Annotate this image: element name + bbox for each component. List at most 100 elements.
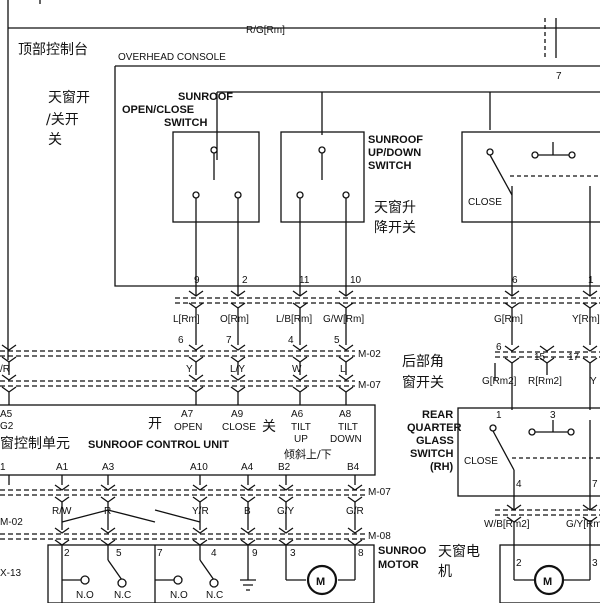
wire-l: L[Rm] bbox=[173, 314, 200, 325]
unit-pin-a7: A7 bbox=[181, 409, 194, 420]
rear-2: QUARTER bbox=[407, 422, 461, 434]
top-wire-label: R/G[Rm] bbox=[246, 25, 285, 36]
motor-pin-3: 3 bbox=[290, 548, 296, 559]
unit-pin-a9: A9 bbox=[231, 409, 244, 420]
sw1-line3: SWITCH bbox=[164, 117, 207, 129]
rear-3: GLASS bbox=[416, 435, 454, 447]
close-label-3: CLOSE bbox=[222, 422, 256, 433]
rear-1: REAR bbox=[422, 409, 453, 421]
overhead-console-label: OVERHEAD CONSOLE bbox=[118, 52, 226, 63]
nc-label-2: N.C bbox=[206, 590, 223, 601]
wire-b: B bbox=[244, 506, 251, 517]
rear-pin-15: 15 bbox=[534, 352, 546, 363]
nc-label-1: N.C bbox=[114, 590, 131, 601]
conn-7: 7 bbox=[226, 335, 232, 346]
rear-4: SWITCH bbox=[410, 448, 453, 460]
motor-pin-7: 7 bbox=[157, 548, 163, 559]
pin-2: 2 bbox=[242, 275, 248, 286]
close-label-2: CLOSE bbox=[464, 456, 498, 467]
motor-pin-8: 8 bbox=[358, 548, 364, 559]
m07-label: M-07 bbox=[358, 380, 381, 391]
wire-gw: G/W[Rm] bbox=[323, 314, 364, 325]
no-label-2: N.O bbox=[170, 590, 188, 601]
cn-open-close-2: /关开 bbox=[46, 112, 79, 128]
unit-pin-b2: B2 bbox=[278, 462, 291, 473]
close-label: CLOSE bbox=[468, 197, 502, 208]
unit-pin-1: 1 bbox=[0, 462, 6, 473]
no-label-1: N.O bbox=[76, 590, 94, 601]
cn-motor-1: 天窗电 bbox=[438, 543, 480, 560]
wire-gy: G/Y bbox=[277, 506, 295, 517]
cn-open-close-3: 关 bbox=[48, 132, 62, 148]
pin-10: 10 bbox=[350, 275, 362, 286]
unit-pin-a8: A8 bbox=[339, 409, 352, 420]
pin-1: 1 bbox=[588, 275, 594, 286]
sw1-line1: SUNROOF bbox=[178, 91, 233, 103]
wire-gr: G/R bbox=[346, 506, 364, 517]
conn-6: 6 bbox=[178, 335, 184, 346]
cn-updown-2: 降开关 bbox=[374, 220, 416, 236]
cn-rear-1: 后部角 bbox=[402, 354, 444, 370]
wire-r: R bbox=[104, 506, 111, 517]
wire-l2: L bbox=[340, 364, 346, 375]
unit-pin-a10: A10 bbox=[190, 462, 208, 473]
cn-overhead-label: 顶部控制台 bbox=[18, 42, 88, 58]
m02-label: M-02 bbox=[358, 349, 381, 360]
m08-label: M-08 bbox=[368, 531, 391, 542]
wire-ly: L/Y bbox=[230, 364, 245, 375]
conn-4: 4 bbox=[288, 335, 294, 346]
sw2-line3: SWITCH bbox=[368, 160, 411, 172]
unit-pin-g2: G2 bbox=[0, 421, 14, 432]
wire-gy-rm2: G/Y[Rm bbox=[566, 519, 600, 530]
cn-open-close-1: 天窗开 bbox=[48, 89, 90, 106]
motor-2: MOTOR bbox=[378, 559, 419, 571]
wire-o: O[Rm] bbox=[220, 314, 249, 325]
wire-wb-rm2: W/B[Rm2] bbox=[484, 519, 530, 530]
open-label: OPEN bbox=[174, 422, 202, 433]
tilt-down-2: DOWN bbox=[330, 434, 362, 445]
motor-pin-2: 2 bbox=[64, 548, 70, 559]
wire-r-rm2: R[Rm2] bbox=[528, 376, 562, 387]
sw2-line1: SUNROOF bbox=[368, 134, 423, 146]
unit-pin-a1: A1 bbox=[56, 462, 69, 473]
wire-g: G[Rm] bbox=[494, 314, 523, 325]
cn-open: 开 bbox=[148, 416, 162, 432]
unit-pin-a6: A6 bbox=[291, 409, 304, 420]
m02-label-2: M-02 bbox=[0, 517, 23, 528]
motor-1: SUNROO bbox=[378, 545, 427, 557]
rear-pin-6: 6 bbox=[496, 342, 502, 353]
unit-pin-a3: A3 bbox=[102, 462, 115, 473]
rear-pin-1: 1 bbox=[496, 410, 502, 421]
rear-pin-17: 17 bbox=[568, 352, 580, 363]
rear-pin-7: 7 bbox=[592, 479, 598, 490]
pin-6: 6 bbox=[512, 275, 518, 286]
wire-y2: Y bbox=[186, 364, 193, 375]
cn-updown-1: 天窗升 bbox=[374, 199, 416, 216]
pin-7: 7 bbox=[556, 71, 562, 82]
tilt-down-1: TILT bbox=[338, 422, 358, 433]
tilt-up-2: UP bbox=[294, 434, 308, 445]
rear-pin-3: 3 bbox=[550, 410, 556, 421]
wire-yr: Y/R bbox=[192, 506, 209, 517]
wire-y-rm2: Y bbox=[590, 376, 597, 387]
motor-pin-5: 5 bbox=[116, 548, 122, 559]
cn-unit: 窗控制单元 bbox=[0, 435, 70, 452]
motor-r-pin-3: 3 bbox=[592, 558, 598, 569]
conn-5: 5 bbox=[334, 335, 340, 346]
unit-label: SUNROOF CONTROL UNIT bbox=[88, 439, 229, 451]
motor-r-m-symbol: M bbox=[543, 576, 552, 588]
unit-pin-a5: A5 bbox=[0, 409, 13, 420]
wire-y: Y[Rm] bbox=[572, 314, 600, 325]
tilt-up-1: TILT bbox=[291, 422, 311, 433]
wire-g-rm2: G[Rm2] bbox=[482, 376, 517, 387]
unit-pin-b4: B4 bbox=[347, 462, 360, 473]
motor-pin-4: 4 bbox=[211, 548, 217, 559]
m07-label-2: M-07 bbox=[368, 487, 391, 498]
motor-m-symbol: M bbox=[316, 576, 325, 588]
wire-r-left: /R bbox=[0, 364, 10, 375]
unit-pin-a4: A4 bbox=[241, 462, 254, 473]
rear-pin-4: 4 bbox=[516, 479, 522, 490]
pin-9: 9 bbox=[194, 275, 200, 286]
